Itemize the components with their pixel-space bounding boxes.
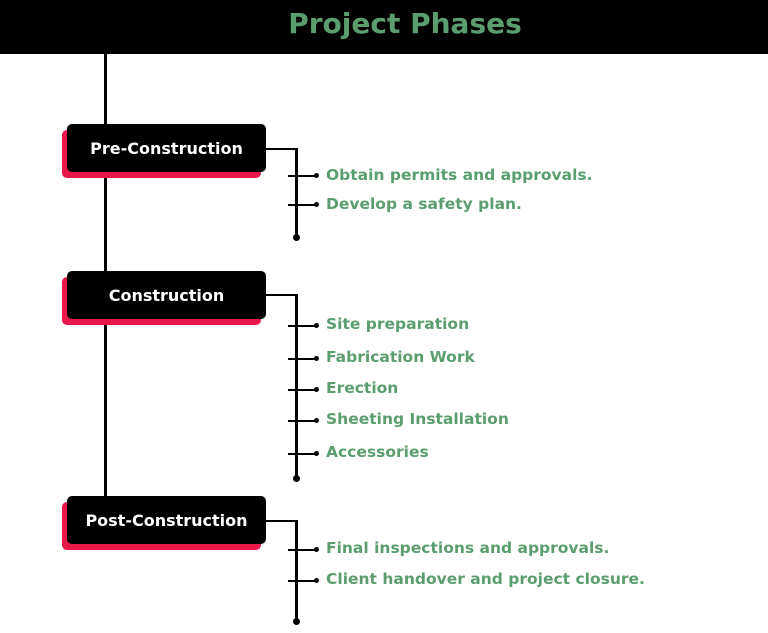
item-tick <box>288 387 319 392</box>
item-tick <box>288 451 319 456</box>
list-item: Obtain permits and approvals. <box>326 166 593 184</box>
phase-construction: Construction <box>67 271 266 319</box>
page-title: Project Phases <box>288 7 522 40</box>
item-tick <box>288 173 319 178</box>
item-tick <box>288 578 319 583</box>
item-tick <box>288 547 319 552</box>
item-tick <box>288 418 319 423</box>
list-item: Site preparation <box>326 315 470 333</box>
bracket-end-dot <box>293 475 300 482</box>
bracket-end-dot <box>293 618 300 625</box>
bracket-line <box>295 520 298 621</box>
item-tick <box>288 202 319 207</box>
list-item: Final inspections and approvals. <box>326 539 610 557</box>
phase-pre-construction: Pre-Construction <box>67 124 266 172</box>
list-item: Erection <box>326 379 399 397</box>
phase-post-construction: Post-Construction <box>67 496 266 544</box>
bracket-end-dot <box>293 234 300 241</box>
list-item: Sheeting Installation <box>326 410 509 428</box>
list-item: Fabrication Work <box>326 348 475 366</box>
connector <box>266 520 298 522</box>
connector <box>266 148 298 150</box>
list-item: Accessories <box>326 443 429 461</box>
item-tick <box>288 323 319 328</box>
bracket-line <box>295 294 298 478</box>
bracket-line <box>295 148 298 237</box>
list-item: Client handover and project closure. <box>326 570 645 588</box>
header-bar <box>0 0 768 54</box>
list-item: Develop a safety plan. <box>326 195 522 213</box>
connector <box>266 294 298 296</box>
item-tick <box>288 356 319 361</box>
